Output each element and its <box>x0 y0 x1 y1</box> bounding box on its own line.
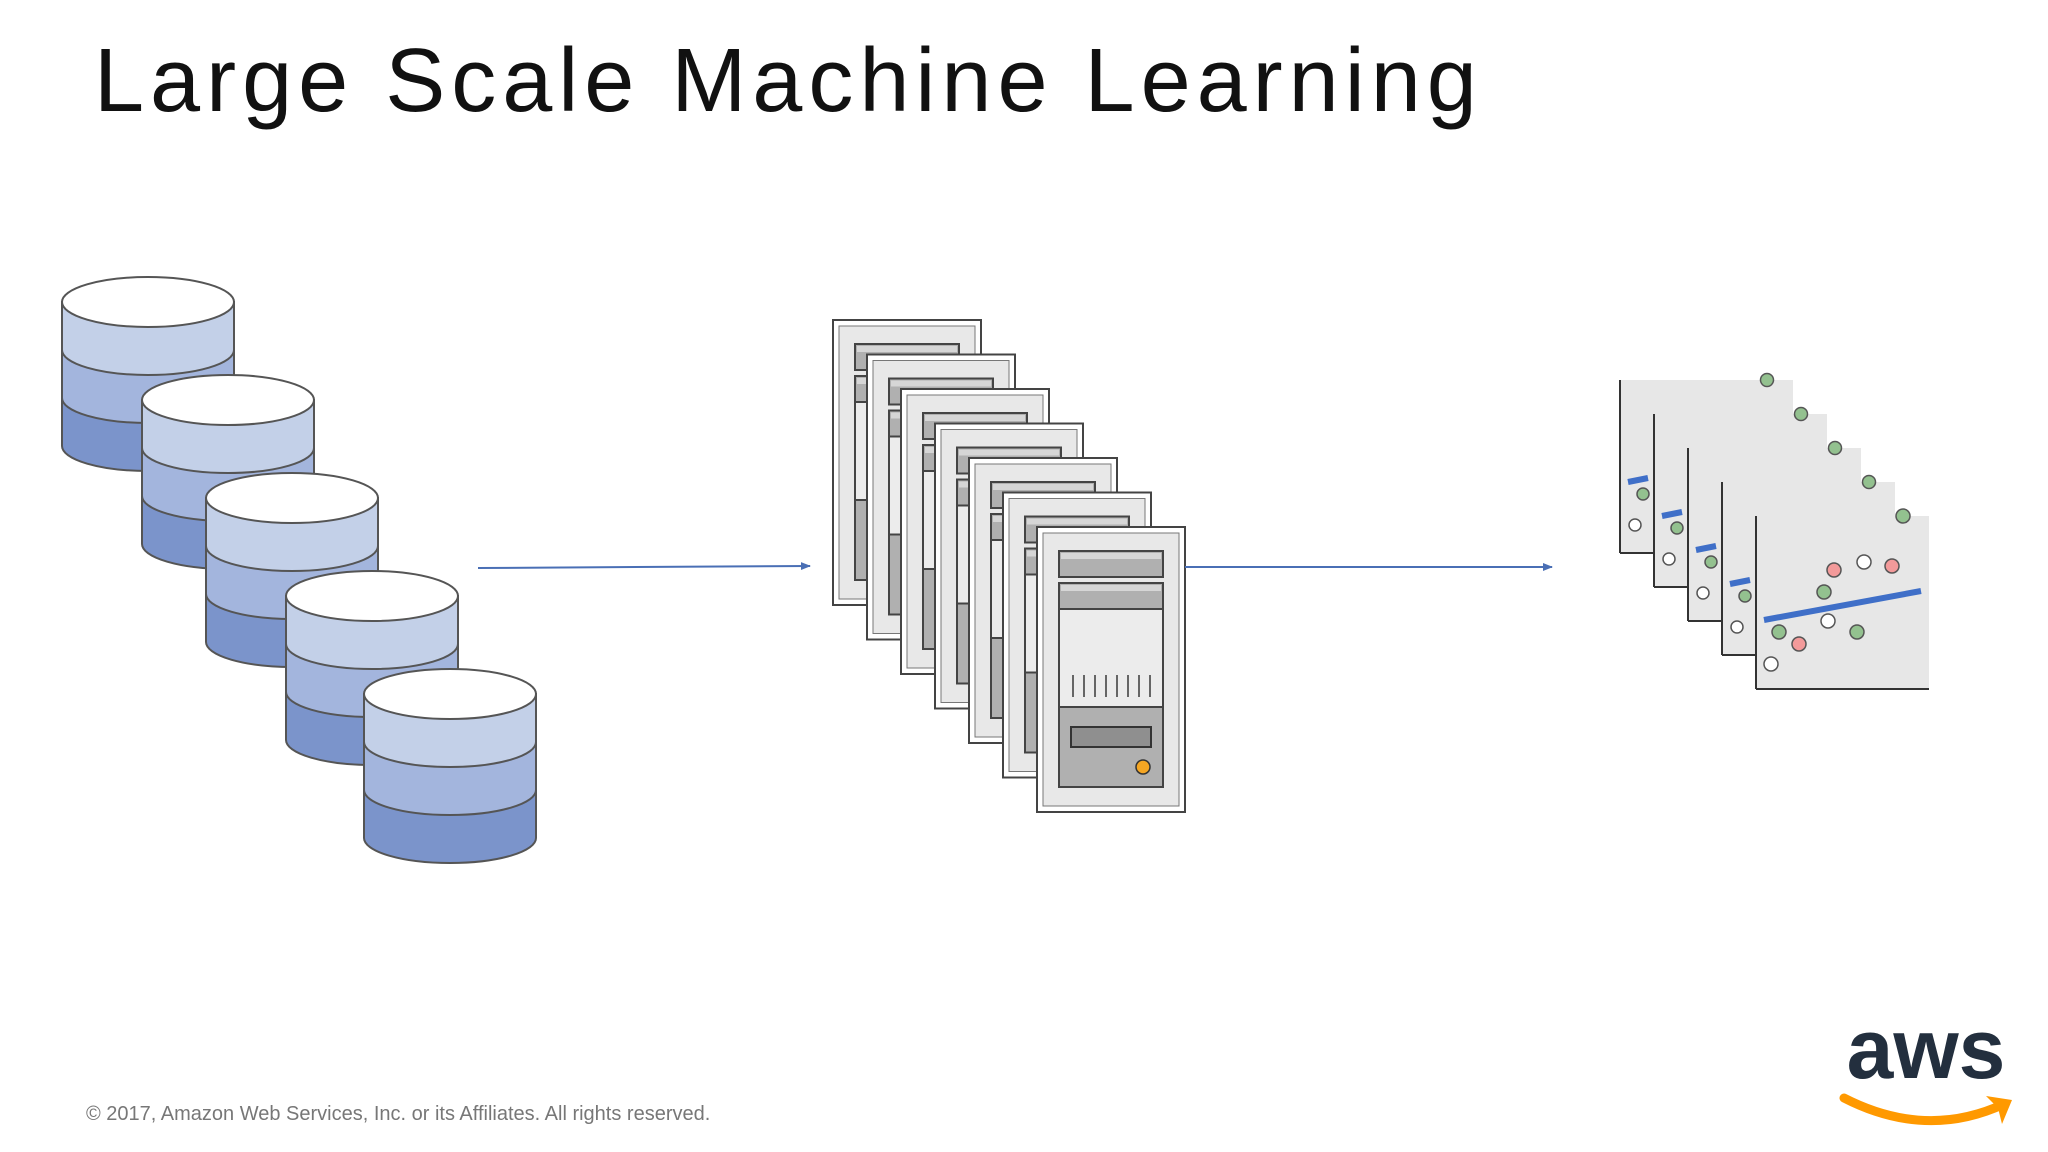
model-plots-group <box>1619 372 1929 690</box>
data-point <box>1816 584 1832 600</box>
data-point <box>1826 562 1842 578</box>
model-plot-card <box>1755 508 1929 690</box>
server-cluster-group <box>832 319 1186 813</box>
database-icon <box>363 668 537 864</box>
aws-logo-text: aws <box>1847 1002 2006 1096</box>
data-point <box>1849 624 1865 640</box>
data-point <box>1763 656 1779 672</box>
slide-title: Large Scale Machine Learning <box>94 31 1483 131</box>
flow-arrow-data-to-compute <box>477 562 811 571</box>
data-point <box>1771 624 1787 640</box>
data-point <box>1884 558 1900 574</box>
copyright-footer: © 2017, Amazon Web Services, Inc. or its… <box>86 1103 711 1125</box>
data-point <box>1856 554 1872 570</box>
aws-smile-arrow-icon <box>1839 1093 2012 1126</box>
data-point <box>1791 636 1807 652</box>
database-stack-group <box>61 276 537 864</box>
aws-logo: aws <box>1839 1002 2012 1126</box>
data-point <box>1820 613 1836 629</box>
server-tower-icon <box>1036 526 1186 813</box>
data-point <box>1895 508 1911 524</box>
